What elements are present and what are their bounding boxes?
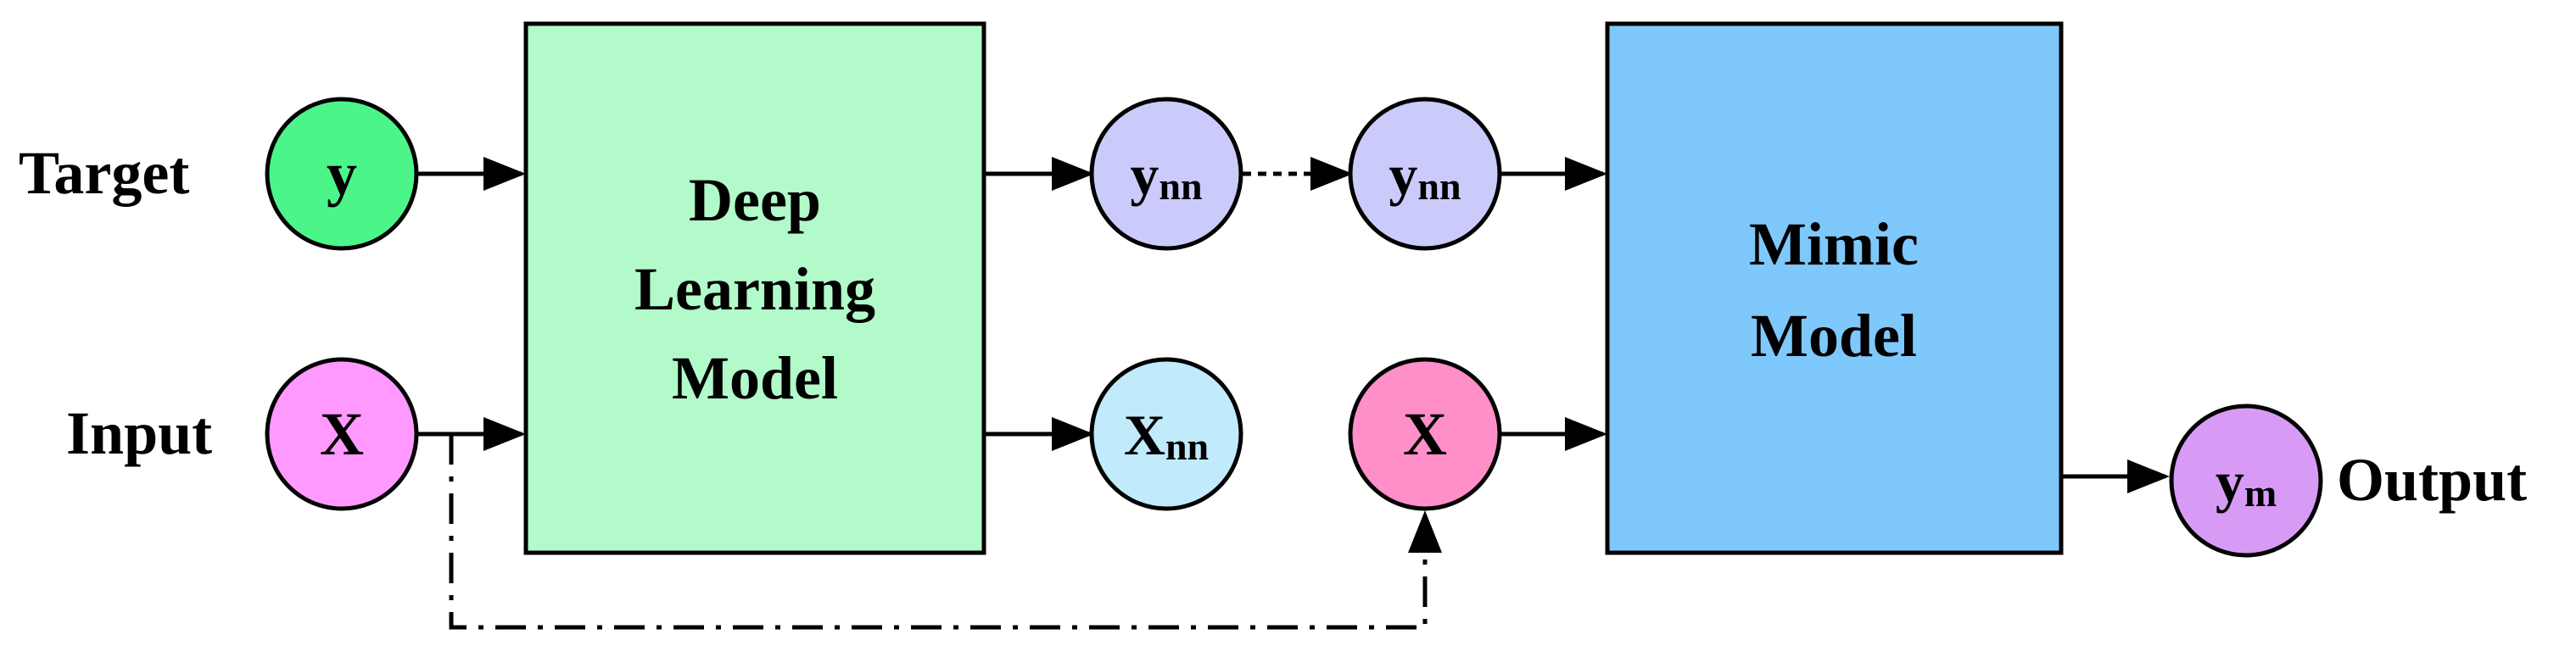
deep-learning-box-line-1: Deep: [689, 166, 821, 234]
xnn-node: Xnn: [1089, 357, 1243, 511]
deep-learning-box-line-2: Learning: [634, 255, 875, 323]
svg-text:Xnn: Xnn: [1124, 403, 1209, 468]
x-copy-text: X: [1403, 400, 1447, 468]
xnn-main: X: [1124, 403, 1165, 467]
ym-sub: m: [2244, 471, 2277, 515]
mimic-model-box: Mimic Model: [1605, 21, 2064, 555]
ynn-node-2: ynn: [1348, 97, 1502, 251]
target-y-text: y: [327, 140, 357, 208]
ynn-1-main: y: [1130, 142, 1159, 207]
svg-text:X: X: [320, 400, 364, 468]
output-label: Output: [2337, 446, 2527, 514]
ym-output-node: ym: [2169, 404, 2323, 558]
deep-learning-box-line-3: Model: [672, 344, 838, 412]
mimic-box-line-1: Mimic: [1749, 210, 1919, 278]
svg-text:ym: ym: [2216, 449, 2277, 515]
svg-text:y: y: [327, 140, 357, 208]
x-copy-node: X: [1348, 357, 1502, 511]
svg-text:ynn: ynn: [1130, 142, 1202, 208]
svg-text:ynn: ynn: [1389, 142, 1461, 208]
input-x-node: X: [265, 357, 419, 511]
dashdot-skip-connection: [449, 434, 1442, 630]
xnn-sub: nn: [1165, 425, 1209, 468]
input-label: Input: [66, 399, 212, 467]
ynn-1-sub: nn: [1159, 164, 1202, 208]
deep-learning-model-box: Deep Learning Model: [523, 21, 986, 555]
ynn-2-sub: nn: [1417, 164, 1461, 208]
svg-text:X: X: [1403, 400, 1447, 468]
mimic-box-line-2: Model: [1751, 302, 1917, 370]
ynn-node-1: ynn: [1089, 97, 1243, 251]
input-x-text: X: [320, 400, 364, 468]
target-label: Target: [19, 139, 189, 207]
target-y-node: y: [265, 97, 419, 251]
ynn-2-main: y: [1389, 142, 1417, 207]
ym-main: y: [2216, 449, 2244, 514]
